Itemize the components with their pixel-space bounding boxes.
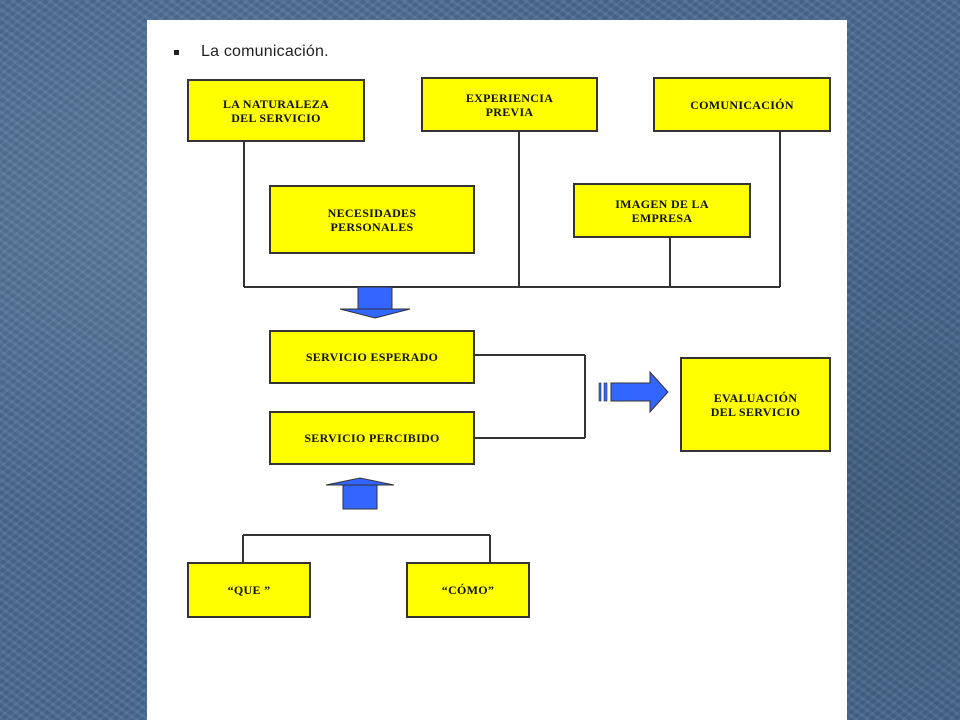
bullet-square-icon <box>174 50 179 55</box>
box-servicio-esperado: SERVICIO ESPERADO <box>269 330 475 384</box>
right-arrow-icon <box>598 370 669 414</box>
down-arrow-icon <box>339 286 411 319</box>
box-experiencia-previa: EXPERIENCIA PREVIA <box>421 77 598 132</box>
bullet-text: La comunicación. <box>201 43 329 60</box>
box-comunicacion: COMUNICACIÓN <box>653 77 831 132</box>
box-imagen-empresa: IMAGEN DE LA EMPRESA <box>573 183 751 238</box>
box-que: “QUE ” <box>187 562 311 618</box>
box-naturaleza-servicio: LA NATURALEZA DEL SERVICIO <box>187 79 365 142</box>
box-evaluacion-servicio: EVALUACIÓN DEL SERVICIO <box>680 357 831 452</box>
box-como: “CÓMO” <box>406 562 530 618</box>
box-servicio-percibido: SERVICIO PERCIBIDO <box>269 411 475 465</box>
box-necesidades-personales: NECESIDADES PERSONALES <box>269 185 475 254</box>
up-arrow-icon <box>325 477 395 510</box>
bullet-item: La comunicación. <box>174 40 329 64</box>
